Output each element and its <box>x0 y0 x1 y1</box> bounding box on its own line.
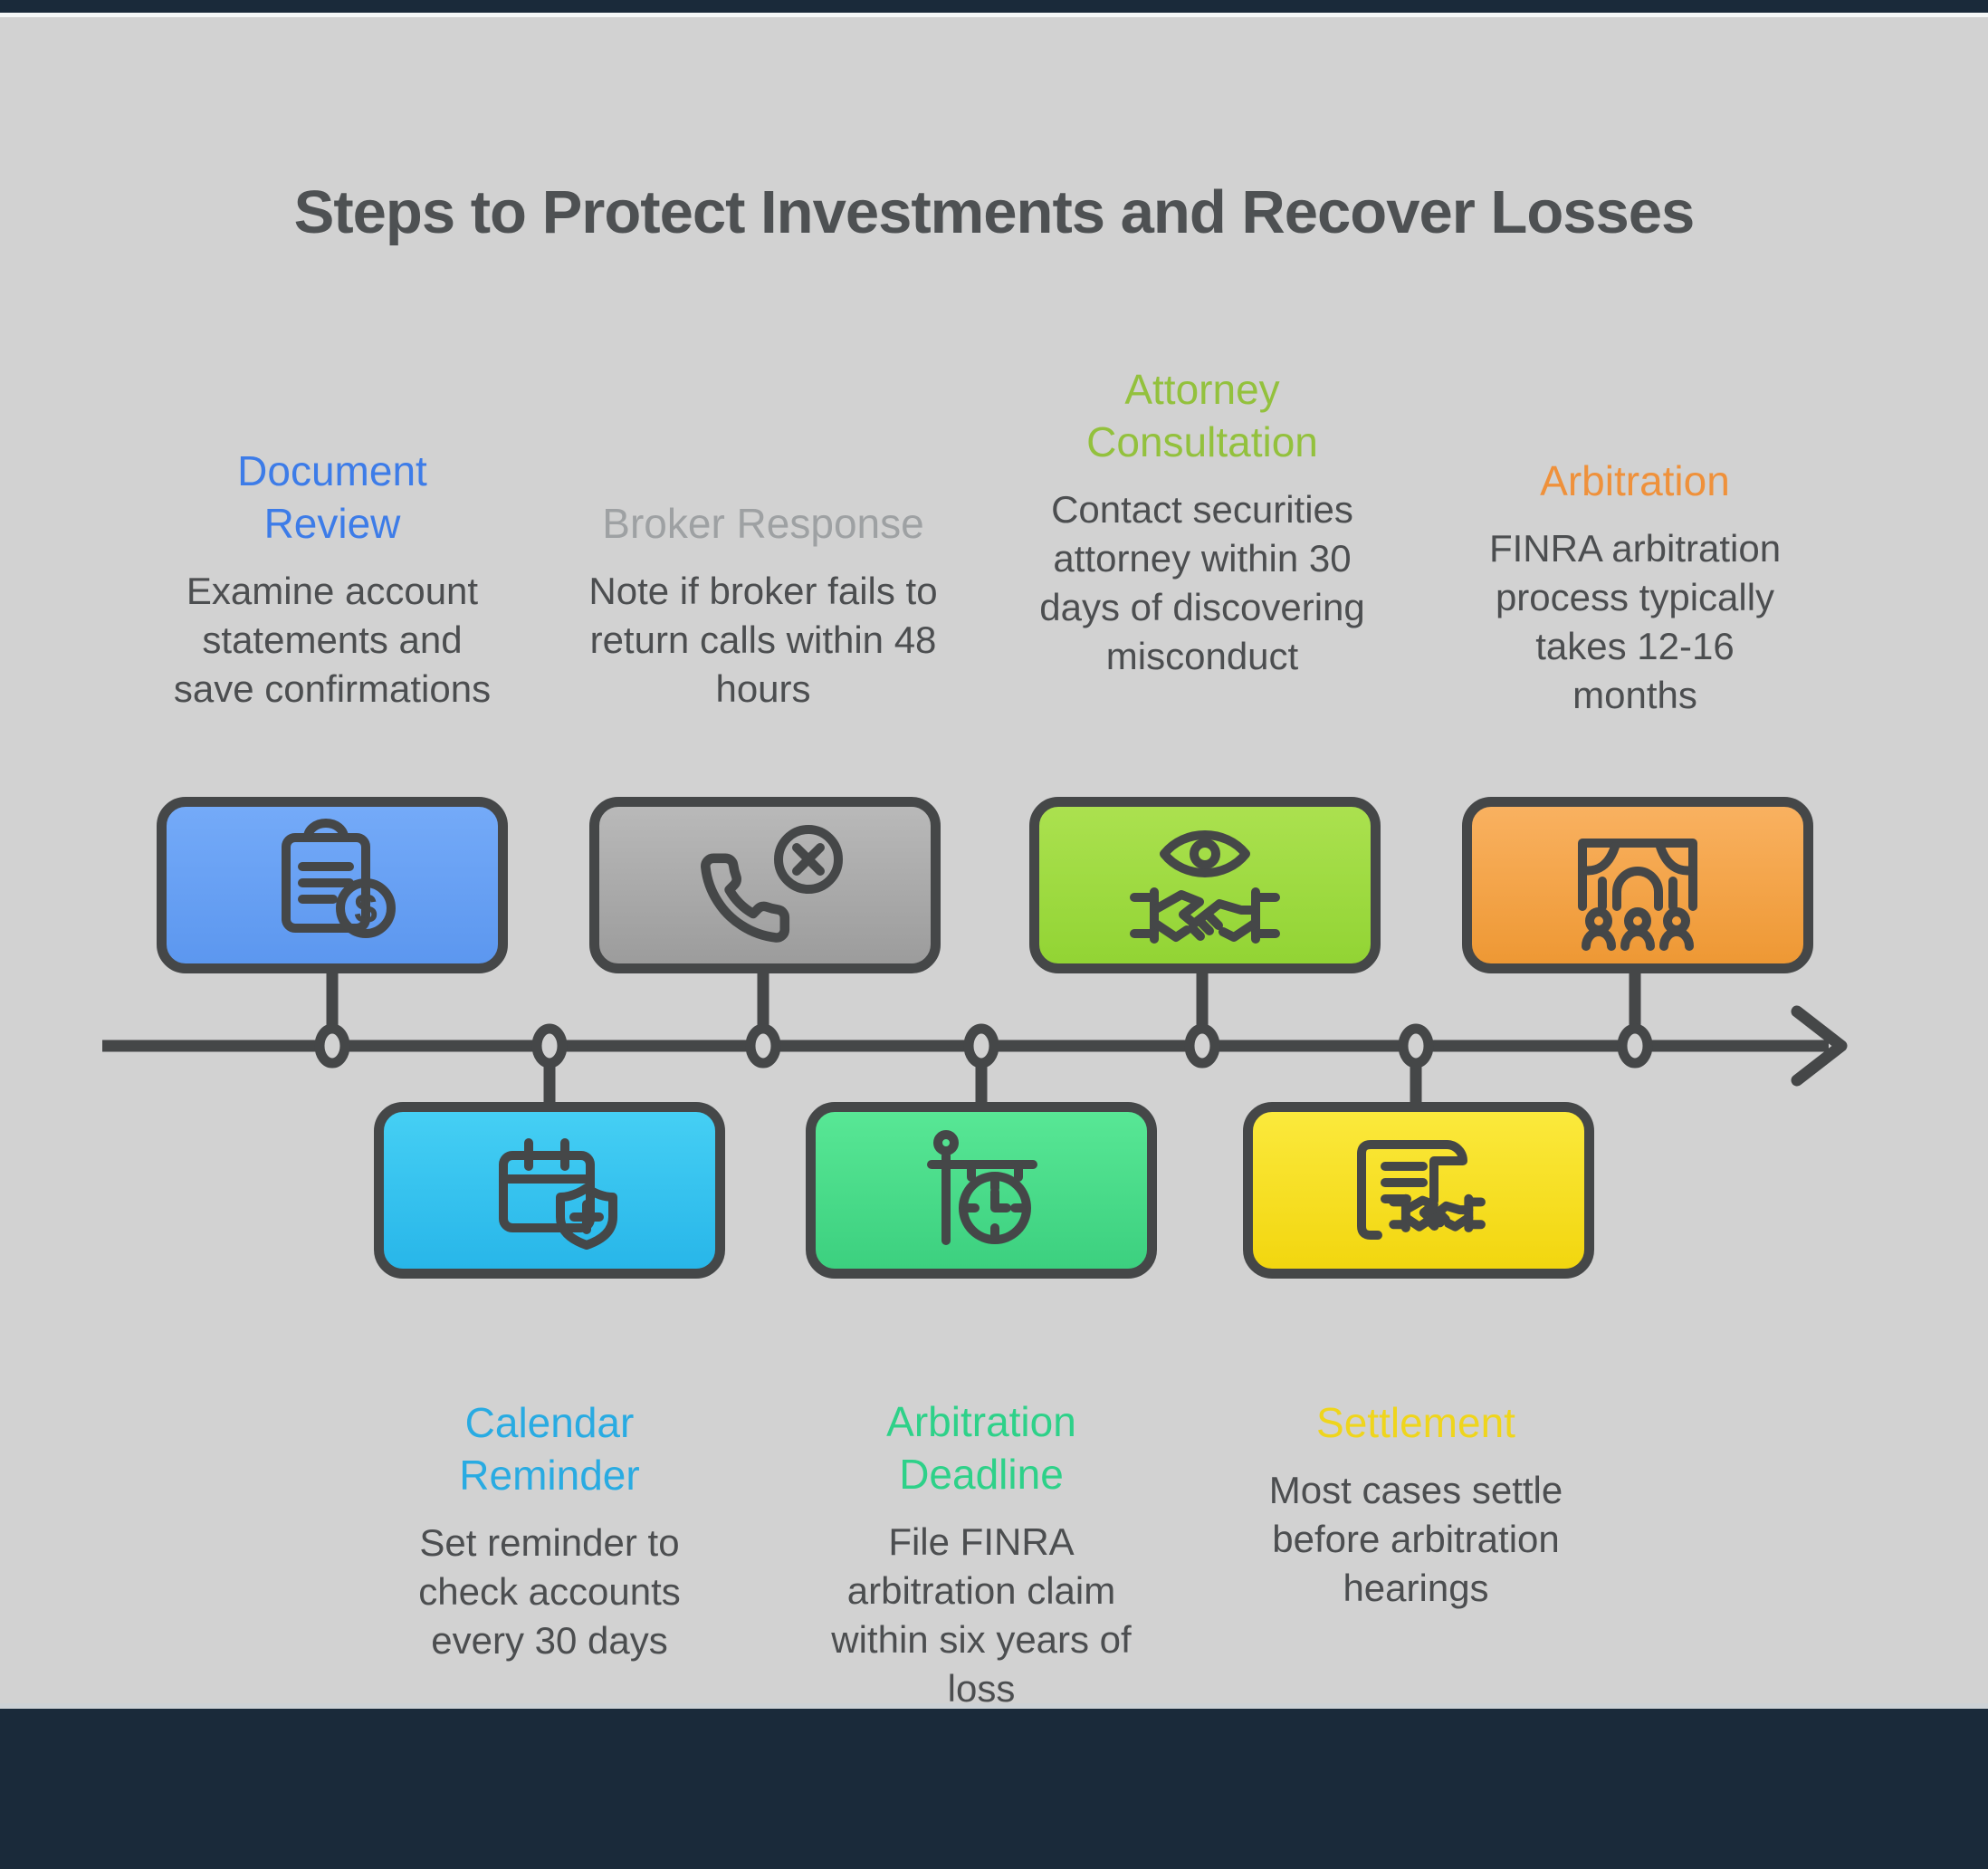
footer-edge-highlight <box>0 1703 1988 1709</box>
step-box-broker-response <box>589 797 941 973</box>
top-edge-highlight <box>0 13 1988 17</box>
timeline-node <box>963 1023 999 1069</box>
step-label-document-review: Document Review Examine account statemen… <box>160 446 504 714</box>
step-description: Set reminder to check accounts every 30 … <box>418 1520 681 1663</box>
step-label-attorney-consultation: Attorney Consultation Contact securities… <box>1030 364 1374 682</box>
arrowhead-icon <box>1791 1005 1848 1087</box>
step-description: File FINRA arbitration claim within six … <box>831 1519 1132 1711</box>
step-box-attorney-consultation <box>1029 797 1381 973</box>
contract-handshake-icon <box>1357 1139 1523 1240</box>
timeline-node <box>314 1023 350 1069</box>
timeline-node <box>1184 1023 1220 1069</box>
step-label-settlement: Settlement Most cases settle before arbi… <box>1239 1397 1592 1613</box>
step-description: Note if broker fails to return calls wit… <box>588 569 938 711</box>
step-description: Examine account statements and save conf… <box>173 569 492 711</box>
courtroom-icon <box>1578 838 1697 951</box>
timeline-node <box>531 1023 568 1069</box>
step-description: Most cases settle before arbitration hea… <box>1268 1468 1563 1610</box>
footer-band <box>0 1709 1988 1869</box>
step-description: FINRA arbitration process typically take… <box>1488 526 1782 717</box>
step-box-arbitration-deadline <box>806 1102 1157 1279</box>
step-label-arbitration-deadline: Arbitration Deadline File FINRA arbitrat… <box>805 1396 1158 1714</box>
step-box-document-review: $ <box>157 797 508 973</box>
calendar-shield-icon <box>499 1137 617 1250</box>
step-title: Document Review <box>237 447 427 547</box>
timeline-node <box>1398 1023 1434 1069</box>
hanging-clock-icon <box>927 1129 1037 1245</box>
step-description: Contact securities attorney within 30 da… <box>1039 487 1365 678</box>
step-label-broker-response: Broker Response Note if broker fails to … <box>569 498 958 714</box>
eye-handshake-icon <box>1101 829 1309 954</box>
clipboard-dollar-icon: $ <box>282 818 396 938</box>
step-title: Broker Response <box>602 500 924 547</box>
timeline-node <box>1617 1023 1653 1069</box>
step-title: Attorney Consultation <box>1086 366 1318 465</box>
svg-text:$: $ <box>354 885 378 932</box>
step-box-calendar-reminder <box>374 1102 725 1279</box>
phone-missed-icon <box>701 824 843 943</box>
timeline-node <box>745 1023 781 1069</box>
step-label-calendar-reminder: Calendar Reminder Set reminder to check … <box>396 1397 703 1665</box>
page-title: Steps to Protect Investments and Recover… <box>293 178 1696 246</box>
step-label-arbitration: Arbitration FINRA arbitration process ty… <box>1472 455 1798 721</box>
top-band <box>0 0 1988 13</box>
step-title: Arbitration <box>1540 457 1730 504</box>
step-title: Settlement <box>1316 1399 1515 1446</box>
step-box-arbitration <box>1462 797 1813 973</box>
step-box-settlement <box>1243 1102 1594 1279</box>
step-title: Calendar Reminder <box>459 1399 640 1499</box>
step-title: Arbitration Deadline <box>886 1398 1076 1498</box>
